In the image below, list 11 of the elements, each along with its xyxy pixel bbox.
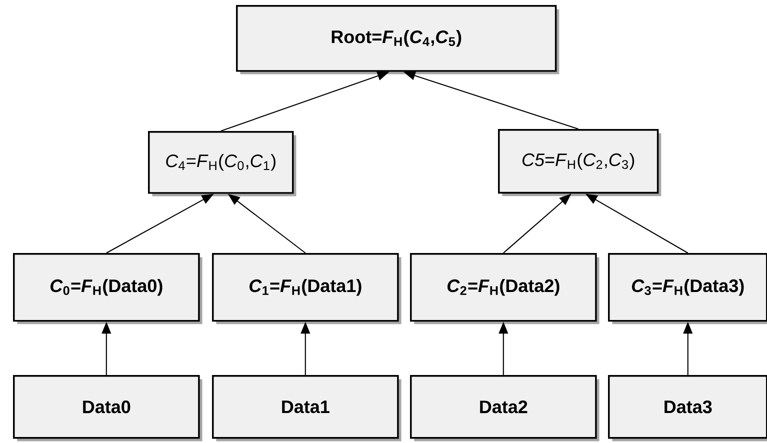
formula-box: C$_{0}$=F$_{H}$(Data0) [13,253,202,324]
formula-box: C5=F$_{H}$(C$_{2}$,C$_{3}$) [498,129,662,196]
formula-box: Data2 [410,375,600,442]
formula-box: Data0 [13,375,202,442]
formula-box: C$_{3}$=F$_{H}$(Data3) [608,253,767,324]
formula-box: C$_{4}$=F$_{H}$(C$_{0}$,C$_{1}$) [148,131,296,196]
formula-box: Root=F$_{H}$(C$_{4}$,C$_{5}$) [236,5,560,74]
formula-box: Data3 [608,375,767,442]
formula-box: C$_{2}$=F$_{H}$(Data2) [410,253,600,324]
formula-box: C$_{1}$=F$_{H}$(Data1) [212,253,402,324]
formula-box: Data1 [212,375,402,442]
